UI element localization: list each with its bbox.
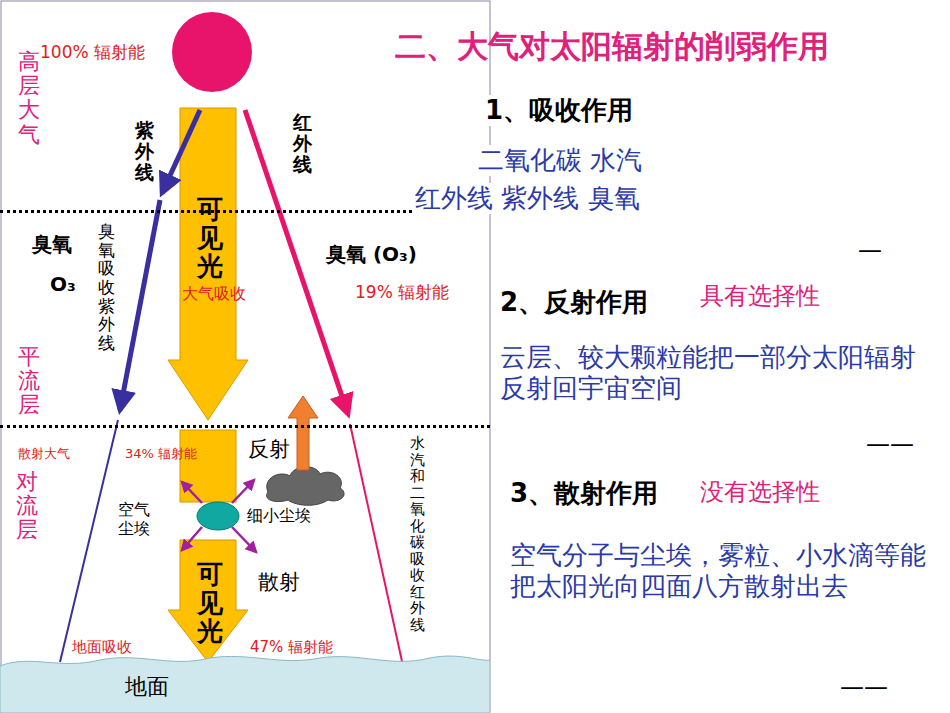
- layer-name: 高层大气: [18, 50, 40, 147]
- infrared-arrow: [350, 424, 405, 675]
- particle-name: 空气尘埃: [118, 500, 152, 538]
- ground-band: 地面: [0, 652, 490, 713]
- absorption-note: 臭氧吸收紫外线: [98, 222, 115, 353]
- scatter-label: 散射: [258, 570, 300, 595]
- dust-label: 细小尘埃: [247, 506, 311, 527]
- gas-name: 臭氧: [32, 232, 72, 256]
- bullet-text: 云层、较大颗粒能把一部分太阳辐射反射回宇宙空间: [500, 342, 920, 404]
- scatter-note: 散射大气: [18, 446, 70, 462]
- note-text: 具有选择性: [700, 282, 820, 311]
- layer-name: 平流层: [18, 345, 40, 418]
- layer-name: 对流层: [16, 470, 38, 543]
- dust-shape: [195, 500, 241, 532]
- dust-ellipse: [197, 502, 239, 530]
- note-text: 没有选择性: [700, 478, 820, 507]
- radiation-percent: 47% 辐射能: [250, 638, 333, 656]
- slide-title: 二、大气对太阳辐射的削弱作用: [395, 28, 829, 65]
- radiation-percent: 19% 辐射能: [355, 282, 449, 302]
- reflection-arrow: [288, 396, 318, 470]
- ultraviolet-arrow: [120, 200, 160, 410]
- diagram-frame: [1, 1, 490, 712]
- absorption-note: 水汽和二氧化碳吸收红外线: [410, 435, 425, 633]
- ground-note: 地面吸收: [72, 638, 132, 656]
- gas-name: 臭氧 (O₃): [326, 242, 417, 266]
- section-heading: 2、反射作用: [500, 287, 648, 318]
- absorption-note: 大气吸收: [182, 284, 246, 303]
- section-heading: 3、散射作用: [510, 478, 658, 509]
- ray-name: 可见光: [197, 560, 223, 646]
- visible-light-arrow: [180, 430, 236, 502]
- ray-name: 可见光: [197, 195, 223, 281]
- cloud: [267, 467, 345, 506]
- radiation-percent: 34% 辐射能: [125, 446, 197, 462]
- radiation-percent: 100% 辐射能: [40, 42, 145, 62]
- bullet-text: 红外线 紫外线 臭氧: [415, 183, 640, 214]
- dash-mark: ——: [866, 430, 914, 459]
- dash-mark: ——: [840, 673, 888, 702]
- ground-label: 地面: [125, 674, 169, 700]
- visible-light-arrow: [168, 540, 248, 662]
- scatter-arrow: [232, 480, 254, 503]
- scatter-arrow: [182, 527, 202, 550]
- ray-name: 红外线: [293, 112, 312, 175]
- bullet-text: 二氧化碳 水汽: [478, 145, 642, 176]
- gas-formula: O₃: [50, 272, 76, 296]
- ground-shape: [0, 652, 490, 713]
- section-heading: 1、吸收作用: [485, 95, 633, 126]
- reflection-label: 反射: [248, 437, 290, 462]
- dash-mark: —: [858, 236, 882, 265]
- ground-outline: [0, 656, 490, 713]
- ultraviolet-arrow: [162, 110, 200, 193]
- dust-particle: 细小尘埃: [195, 500, 311, 532]
- ray-name: 紫外线: [135, 120, 154, 183]
- scatter-arrow: [232, 527, 256, 552]
- sun: [172, 12, 252, 92]
- bullet-text: 空气分子与尘埃，雾粒、小水滴等能把太阳光向四面八方散射出去: [510, 540, 930, 602]
- atmosphere-layer: 高层大气: [0, 0, 490, 213]
- scatter-arrow: [182, 482, 202, 503]
